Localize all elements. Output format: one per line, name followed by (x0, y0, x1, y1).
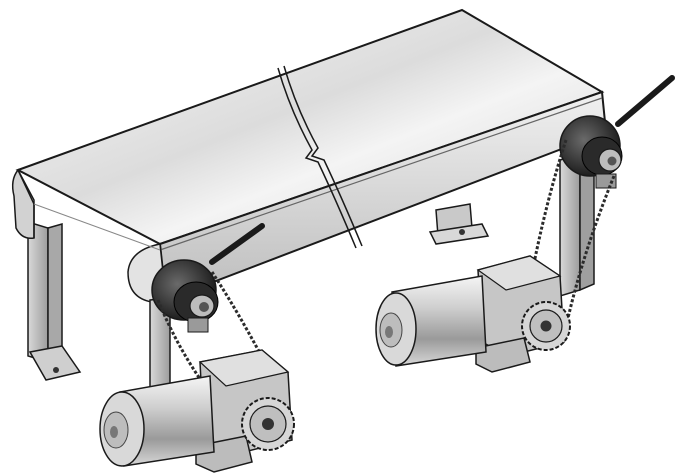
break-mark (277, 65, 363, 249)
shaft-right (615, 75, 675, 127)
right-head-pulley (559, 75, 675, 189)
foot-plate (28, 345, 82, 381)
shaft-left (209, 223, 265, 265)
sprocket-right (521, 301, 571, 351)
sprocket-left (241, 397, 295, 451)
motor-foot (475, 337, 531, 373)
left-head-pulley (151, 223, 265, 333)
right-motor-assembly (375, 255, 571, 373)
bearing-block (187, 317, 209, 333)
leg-front-right (559, 149, 595, 298)
bearing-block (595, 173, 617, 189)
right-chain (522, 139, 616, 319)
leg-back-left (27, 220, 82, 381)
left-motor-assembly (99, 349, 295, 473)
conveyor-frame (11, 8, 608, 303)
foot-back-right (428, 203, 490, 245)
